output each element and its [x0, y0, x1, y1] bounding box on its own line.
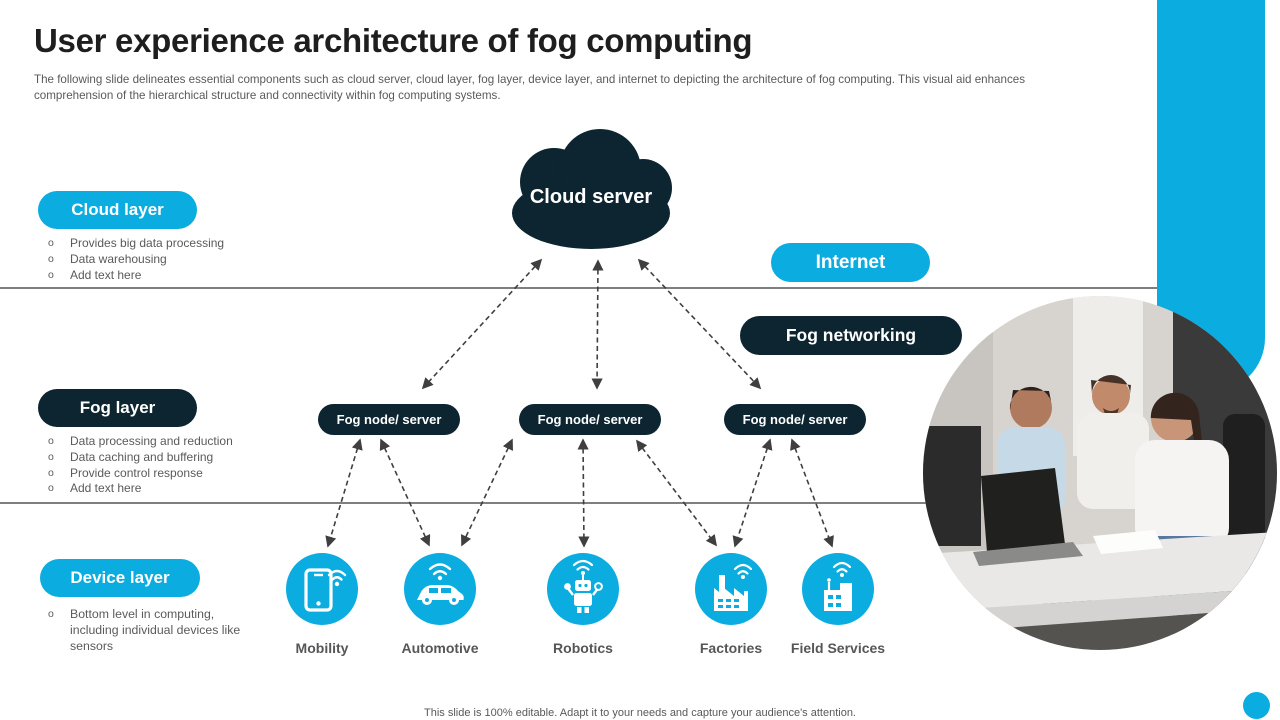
bullet-item: o Data processing and reduction	[46, 434, 233, 450]
device-field-services: Field Services	[778, 553, 898, 656]
slide-description: The following slide delineates essential…	[34, 73, 1025, 103]
device-robotics: Robotics	[523, 553, 643, 656]
device-layer-pill: Device layer	[40, 559, 200, 597]
fog-layer-pill: Fog layer	[38, 389, 197, 427]
footer-note: This slide is 100% editable. Adapt it to…	[424, 707, 856, 719]
bullet-marker: o	[48, 450, 54, 463]
cloud-server-shape: Cloud server	[496, 126, 686, 250]
team-photo-illustration	[923, 296, 1277, 650]
bullet-marker: o	[48, 237, 54, 249]
device-mobility: Mobility	[262, 553, 382, 656]
device-layer-bullets: o Bottom level in computing, including in…	[46, 606, 264, 654]
device-automotive: Automotive	[380, 553, 500, 656]
internet-pill: Internet	[771, 243, 930, 282]
bullet-text: Add text here	[70, 267, 142, 282]
bullet-item: o Add text here	[46, 268, 224, 284]
device-circle	[802, 553, 874, 625]
team-photo	[923, 296, 1277, 650]
bullet-text: Data caching and buffering	[70, 449, 214, 464]
bullet-marker: o	[48, 268, 54, 281]
factory-wifi-icon	[714, 563, 753, 611]
bullet-marker: o	[48, 252, 54, 265]
device-label: Robotics	[553, 640, 613, 656]
fog-node-pill-3: Fog node/ server	[724, 404, 866, 435]
arrow-cloud-fognode1	[421, 258, 543, 390]
arrow-fognode1-automotive	[379, 438, 431, 547]
field-station-wifi-icon	[824, 561, 852, 611]
bullet-text: Bottom level in computing, including ind…	[70, 607, 241, 653]
bullet-text: Provides big data processing	[70, 236, 225, 250]
smartphone-wifi-icon	[304, 568, 347, 612]
bullet-item: o Data warehousing	[46, 252, 224, 268]
device-factories: Factories	[671, 553, 791, 656]
arrow-fognode3-fieldservices	[790, 438, 834, 548]
cloud-icon	[512, 129, 672, 249]
bullet-marker: o	[48, 466, 54, 479]
bullet-item: o Provide control response	[46, 466, 233, 482]
device-circle	[404, 553, 476, 625]
bullet-item: o Add text here	[46, 481, 233, 497]
robot-wifi-icon	[564, 559, 603, 613]
page-title: User experience architecture of fog comp…	[34, 22, 753, 59]
arrow-fognode3-factories	[732, 438, 773, 548]
arrow-cloud-fognode3	[637, 258, 762, 390]
fog-node-pill-2: Fog node/ server	[519, 404, 661, 435]
bullet-text: Add text here	[70, 481, 142, 496]
device-label: Field Services	[790, 640, 886, 656]
arrow-fognode2-automotive	[461, 438, 513, 547]
device-circle	[286, 553, 358, 625]
bullet-item: o Data caching and buffering	[46, 450, 233, 466]
bullet-text: Provide control response	[70, 465, 203, 480]
bullet-marker: o	[48, 482, 54, 495]
arrow-cloud-fognode2	[591, 259, 604, 390]
bullet-marker: o	[48, 608, 54, 620]
device-circle	[695, 553, 767, 625]
arrow-fognode2-robotics	[577, 438, 590, 548]
cloud-layer-pill: Cloud layer	[38, 191, 197, 229]
bullet-item: o Provides big data processing	[46, 236, 224, 252]
device-label: Mobility	[295, 640, 349, 656]
fog-node-pill-1: Fog node/ server	[318, 404, 460, 435]
device-label: Automotive	[401, 640, 479, 656]
bullet-item: o Bottom level in computing, including in…	[46, 606, 264, 654]
device-label: Factories	[699, 640, 763, 656]
bullet-text: Data warehousing	[70, 251, 167, 266]
arrow-fognode2-factories	[635, 439, 718, 547]
footer-accent-dot	[1243, 692, 1270, 719]
bullet-marker: o	[48, 435, 54, 447]
cloud-fog-divider-line	[0, 287, 1158, 289]
fog-networking-pill: Fog networking	[740, 316, 962, 355]
bullet-text: Data processing and reduction	[70, 434, 233, 448]
connected-car-icon	[417, 563, 464, 605]
cloud-server-label: Cloud server	[529, 186, 653, 208]
arrow-fognode1-mobility	[325, 438, 363, 548]
device-circle	[547, 553, 619, 625]
